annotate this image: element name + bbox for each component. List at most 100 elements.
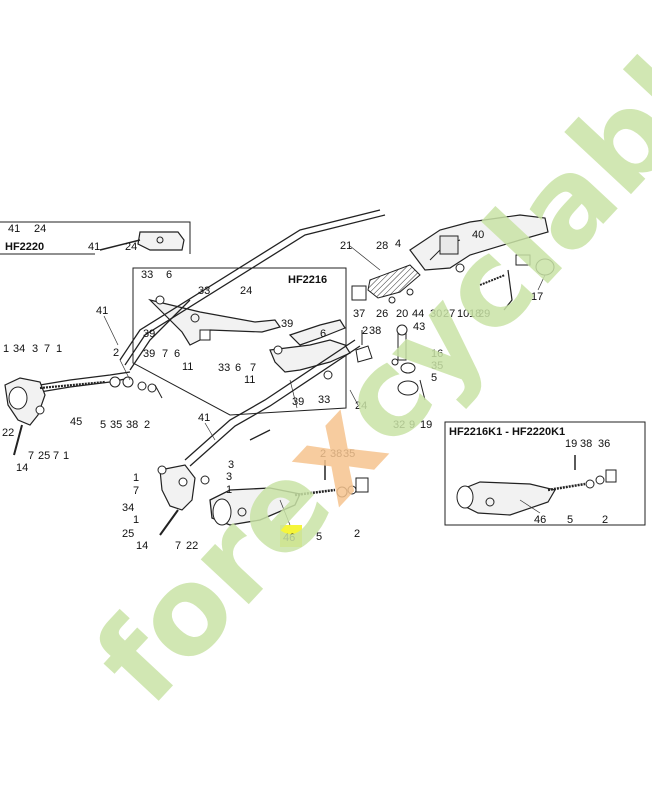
part-label: 41 [96, 305, 108, 317]
part-label: 37 [353, 308, 365, 320]
part-label: 39 [281, 318, 293, 330]
part-label: 40 [472, 229, 484, 241]
part-label: 43 [413, 321, 425, 333]
part-label: 14 [16, 462, 28, 474]
part-label: 24 [125, 241, 137, 253]
part-label: 34 [13, 343, 25, 355]
detail-box-hf2216k1: HF2216K1 - HF2220K1 [444, 421, 646, 526]
part-label: 16 [431, 348, 443, 360]
part-label: 33 [318, 394, 330, 406]
part-label: 3 [226, 471, 232, 483]
part-label: 38 [580, 438, 592, 450]
part-label: 26 [376, 308, 388, 320]
part-label: 6 [320, 328, 326, 340]
part-label: 1 [133, 472, 139, 484]
part-label: 1 [56, 343, 62, 355]
detail-box-hf2220: HF2220 [0, 221, 191, 255]
part-label: 11 [182, 361, 193, 373]
part-label: 33 [198, 285, 210, 297]
part-label: 7 [53, 450, 59, 462]
part-label: 27 [443, 308, 455, 320]
part-label: 14 [136, 540, 148, 552]
part-label: 19 [565, 438, 577, 450]
part-label: 5 [431, 372, 437, 384]
part-label: 17 [531, 291, 543, 303]
part-label: 1 [3, 343, 9, 355]
part-label: 10 [457, 308, 469, 320]
part-label: 6 [174, 348, 180, 360]
part-label: 41 [88, 241, 100, 253]
part-label: 5 [316, 531, 322, 543]
box-title-hf2220: HF2220 [5, 241, 44, 253]
part-label: 2 [144, 419, 150, 431]
part-label: 6 [235, 362, 241, 374]
part-number-labels: 41 24 41 24 21 28 4 40 17 37 26 20 44 30… [2, 223, 610, 552]
part-label: 38 [126, 419, 138, 431]
part-label: 39 [143, 328, 155, 340]
part-label: 5 [100, 419, 106, 431]
part-label: 21 [340, 240, 352, 252]
part-label: 7 [28, 450, 34, 462]
part-label: 34 [122, 502, 134, 514]
part-label: 35 [110, 419, 122, 431]
part-label: 36 [598, 438, 610, 450]
part-label: 2 [320, 448, 326, 460]
part-label: 45 [70, 416, 82, 428]
frame-assembly [351, 214, 555, 311]
part-label: 2 [602, 514, 608, 526]
leader-lines [103, 245, 546, 526]
right-pin-group [355, 324, 426, 401]
part-label: 2 [113, 347, 119, 359]
part-label: 20 [396, 308, 408, 320]
part-label: 32 [393, 419, 405, 431]
part-label: 22 [186, 540, 198, 552]
part-label: 19 [420, 419, 432, 431]
part-label: 41 [8, 223, 20, 235]
part-label: 29 [478, 308, 490, 320]
box-title-hf2216k1: HF2216K1 - HF2220K1 [449, 426, 565, 438]
part-label: 39 [143, 348, 155, 360]
part-label: 30 [430, 308, 442, 320]
part-label: 33 [141, 269, 153, 281]
part-label: 35 [343, 448, 355, 460]
watermark: forexcyclables.com [70, 0, 652, 730]
part-label: 9 [409, 419, 415, 431]
part-label: 2 [362, 325, 368, 337]
part-label: 25 [38, 450, 50, 462]
part-label: 7 [133, 485, 139, 497]
watermark-text-end: cyclables.com [310, 0, 652, 472]
highlighted-part-label: 46 [283, 532, 295, 544]
part-label: 2 [354, 528, 360, 540]
part-label: 41 [198, 412, 210, 424]
part-label: 24 [34, 223, 46, 235]
part-label: 1 [63, 450, 69, 462]
part-label: 38 [369, 325, 381, 337]
part-label: 3 [228, 459, 234, 471]
part-label: 6 [166, 269, 172, 281]
part-label: 35 [431, 360, 443, 372]
part-label: 24 [355, 400, 367, 412]
part-label: 7 [250, 362, 256, 374]
part-label: 7 [44, 343, 50, 355]
svg-text:forexcyclables.com: forexcyclables.com [70, 0, 652, 730]
part-label: 38 [330, 448, 342, 460]
left-lever-assembly [4, 376, 163, 456]
part-label: 11 [244, 374, 255, 386]
part-label: 46 [534, 514, 546, 526]
part-label: 25 [122, 528, 134, 540]
part-label: 7 [175, 540, 181, 552]
part-label: 1 [226, 484, 232, 496]
part-label: 1 [133, 514, 139, 526]
part-label: 28 [376, 240, 388, 252]
highlight-part-46 [280, 525, 302, 547]
part-label: 7 [162, 348, 168, 360]
part-label: 3 [32, 343, 38, 355]
part-label: 5 [567, 514, 573, 526]
part-label: 44 [412, 308, 424, 320]
part-label: 22 [2, 427, 14, 439]
part-label: 24 [240, 285, 252, 297]
part-label: 18 [469, 308, 481, 320]
center-lever-assembly [157, 460, 369, 536]
